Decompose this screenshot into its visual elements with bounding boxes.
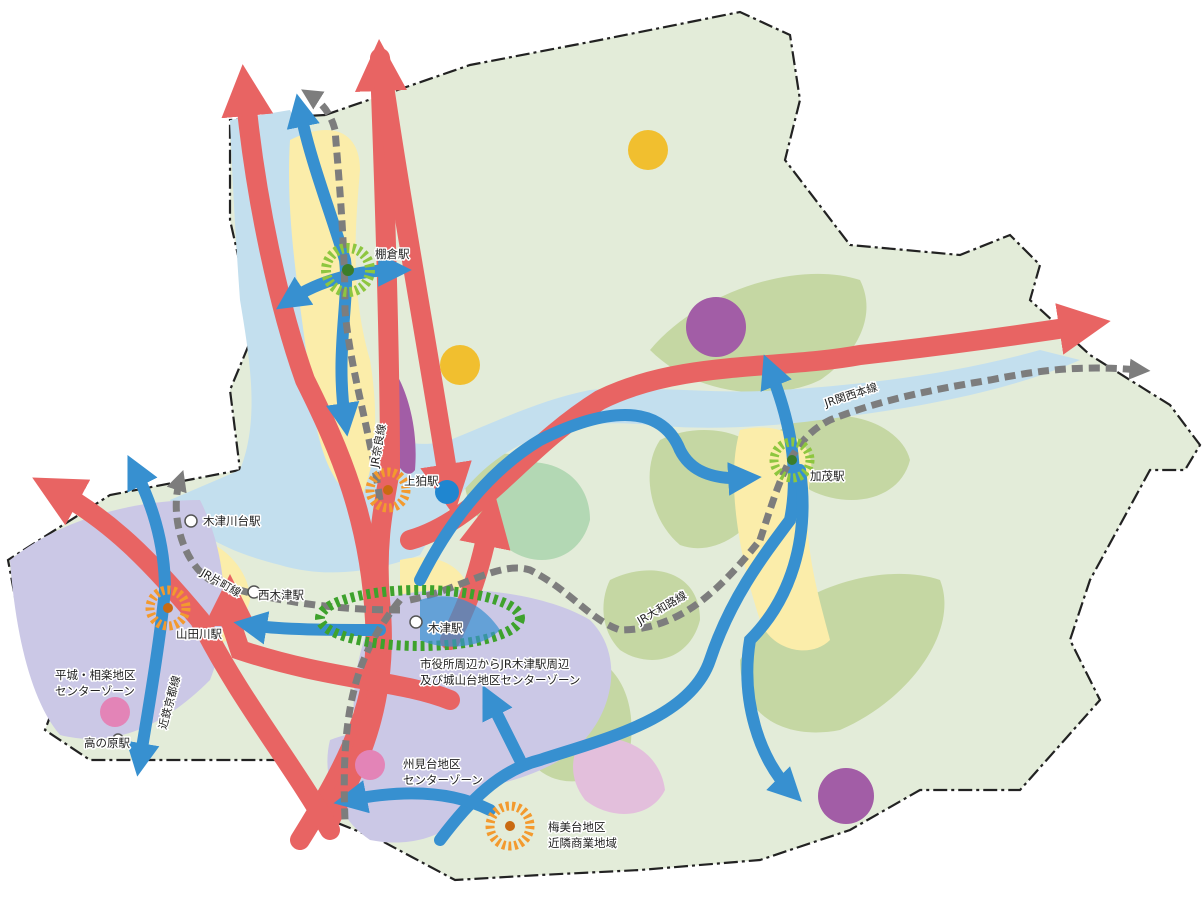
zone-label-sumidai-2: センターゾーン [403,773,483,787]
station-star-icon [145,585,191,631]
station-star-icon [365,467,411,513]
park-area [494,462,590,560]
zone-dot-icon [628,130,668,170]
station-circle-icon [247,585,261,599]
station-label-tanakura: 棚倉駅 [375,247,410,261]
kizu-blue-area [420,596,500,647]
zone-label-central-1: 市役所周辺からJR木津駅周辺 [420,657,570,671]
station-star-icon [769,437,815,483]
kizu-center-ring [315,585,525,651]
station-stars [145,243,815,851]
zone-labels: 市役所周辺からJR木津駅周辺 及び城山台地区センターゾーン 平城・相楽地区 セン… [54,656,619,852]
center-zones [10,500,612,843]
zone-dot-icon [440,345,480,385]
station-labels: 棚倉駅 上狛駅 加茂駅 木津川台駅 西木津駅 木津駅 山田川駅 高の原駅 [83,246,847,752]
station-label-kamo: 加茂駅 [810,469,845,483]
zone-label-heijo-2: センターゾーン [55,684,135,698]
station-circles [112,514,423,745]
zone-dot-icon [686,297,746,357]
zone-dot-icon [100,697,130,727]
red-axes [32,39,1111,850]
zone-label-umemidai-2: 近隣商業地域 [548,836,617,850]
commercial-zone [573,737,665,814]
zone-label-sumidai-1: 州見台地区 [403,757,461,771]
zone-dot-icon [818,768,874,824]
station-label-takanohara: 高の原駅 [84,736,130,750]
station-circle-icon [112,733,124,745]
station-label-kizugawadai: 木津川台駅 [203,514,261,528]
zone-dots [100,130,874,824]
station-label-nishikizu: 西木津駅 [258,588,304,602]
zone-label-umemidai-1: 梅美台地区 [548,820,606,834]
rail-lines [166,89,1151,821]
station-star-icon [321,243,375,297]
zone-dot-icon [355,750,385,780]
zone-dot-icon [435,480,459,504]
station-star-icon [485,801,535,851]
station-label-kizu: 木津駅 [428,621,463,635]
zone-label-heijo-1: 平城・相楽地区 [55,668,136,682]
station-label-kamikoma: 上狛駅 [404,474,439,488]
station-circle-icon [409,615,423,629]
zone-label-central-2: 及び城山台地区センターゾーン [420,673,580,687]
station-circle-icon [184,514,198,528]
station-label-yamadagawa: 山田川駅 [176,627,222,641]
